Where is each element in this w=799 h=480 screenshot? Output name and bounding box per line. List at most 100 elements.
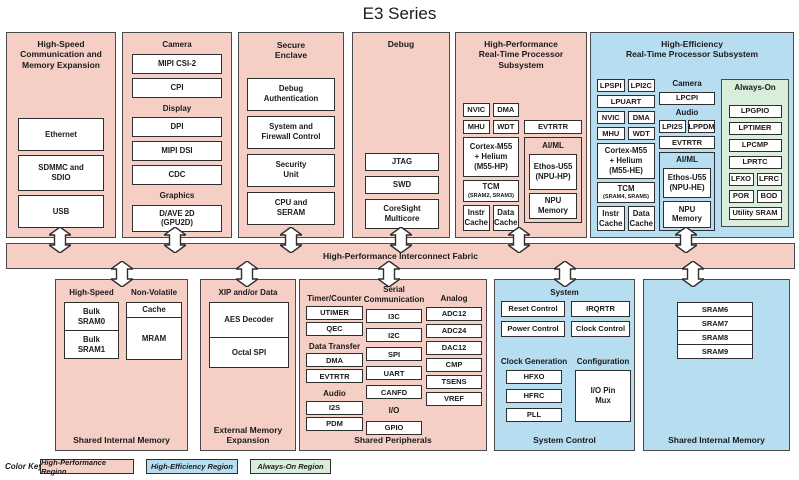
section-header-system: System bbox=[550, 288, 579, 297]
he-core-column: LPSPI LPI2C LPUART NVIC DMA MHU WDT Cort… bbox=[597, 79, 655, 231]
bidirectional-arrow-connector bbox=[390, 227, 412, 253]
bidirectional-arrow-connector bbox=[682, 261, 704, 287]
box-ethos-u55-he: Ethos-U55 (NPU-HE) bbox=[663, 167, 711, 198]
box-sram7: SRAM7 bbox=[677, 316, 753, 331]
aiml-section: AI/ML Ethos-U55 (NPU-HP) NPU Memory bbox=[524, 137, 582, 223]
box-nvic: NVIC bbox=[597, 111, 625, 124]
tcm-sram-label: (SRAM2, SRAM3) bbox=[468, 192, 514, 199]
box-lpuart: LPUART bbox=[597, 95, 655, 108]
box-cortex-m55-he: Cortex-M55 + Helium (M55-HE) bbox=[597, 143, 655, 179]
block-title: High-Performance Real-Time Processor Sub… bbox=[478, 39, 564, 70]
box-coresight-multicore: CoreSight Multicore bbox=[365, 199, 439, 229]
box-cache: Cache bbox=[126, 302, 182, 318]
box-adc24: ADC24 bbox=[426, 323, 482, 338]
box-bod: BOD bbox=[756, 189, 782, 203]
section-header-graphics: Graphics bbox=[159, 191, 195, 201]
section-header-always-on: Always-On bbox=[734, 83, 776, 92]
box-dma: DMA bbox=[306, 353, 363, 368]
box-system-firewall-control: System and Firewall Control bbox=[247, 115, 335, 149]
box-mipi-dsi: MIPI DSI bbox=[132, 141, 222, 162]
block-he-subsystem: High-Efficiency Real-Time Processor Subs… bbox=[590, 32, 794, 238]
section-header-data-transfer: Data Transfer bbox=[308, 341, 361, 351]
section-header-timer-counter: Timer/Counter bbox=[307, 294, 362, 303]
osc-pair: LFXO LFRC bbox=[728, 172, 782, 186]
block-shared-memory-right: SRAM6 SRAM7 SRAM8 SRAM9 Shared Internal … bbox=[643, 279, 790, 451]
box-pll: PLL bbox=[506, 408, 562, 422]
block-high-speed-comm: High-Speed Communication and Memory Expa… bbox=[6, 32, 116, 238]
periph-column-2: Serial Communication I3C I2C SPI UART CA… bbox=[364, 285, 424, 435]
fabric-label: High-Performance Interconnect Fabric bbox=[323, 251, 478, 261]
box-cmp: CMP bbox=[426, 357, 482, 372]
box-utility-sram: Utility SRAM bbox=[728, 206, 782, 220]
box-jtag: JTAG bbox=[365, 153, 439, 171]
box-lptimer: LPTIMER bbox=[728, 121, 782, 135]
he-peripheral-column: Camera LPCPI Audio LPI2S LPPDM EVTRTR AI… bbox=[659, 79, 715, 232]
bidirectional-arrow-connector bbox=[236, 261, 258, 287]
tcm-sram-label: (SRAM4, SRAM5) bbox=[603, 194, 649, 201]
box-instr-cache: Instr Cache bbox=[463, 205, 490, 231]
box-npu-memory: NPU Memory bbox=[663, 200, 711, 228]
box-lfxo: LFXO bbox=[728, 172, 754, 186]
periph-column-3: Analog ADC12 ADC24 DAC12 CMP TSENS VREF bbox=[426, 294, 482, 406]
audio-pair: LPI2S LPPDM bbox=[659, 120, 715, 134]
box-evtrtr: EVTRTR bbox=[659, 136, 715, 150]
box-dave2d: D/AVE 2D (GPU2D) bbox=[132, 204, 222, 232]
box-cpu-seram: CPU and SERAM bbox=[247, 191, 335, 225]
box-security-unit: Security Unit bbox=[247, 153, 335, 187]
box-bulk-sram0: Bulk SRAM0 bbox=[64, 302, 119, 331]
box-lfrc: LFRC bbox=[756, 172, 782, 186]
section-header-configuration: Configuration bbox=[576, 357, 630, 366]
box-lprtc: LPRTC bbox=[728, 155, 782, 169]
box-lpspi: LPSPI bbox=[597, 79, 625, 92]
section-header-aiml: AI/ML bbox=[542, 141, 564, 150]
section-header-high-speed: High-Speed bbox=[69, 288, 114, 297]
block-title: Debug bbox=[387, 39, 415, 49]
box-nvic: NVIC bbox=[463, 103, 490, 117]
block-title: Shared Internal Memory bbox=[73, 434, 170, 445]
box-dma: DMA bbox=[492, 103, 519, 117]
box-wdt: WDT bbox=[492, 120, 519, 134]
section-header-io: I/O bbox=[388, 406, 400, 416]
color-key-high-performance: High-Performance Region bbox=[40, 458, 134, 476]
box-io-pin-mux: I/O Pin Mux bbox=[575, 370, 631, 422]
tcm-label: TCM bbox=[482, 182, 500, 192]
box-reset-control: Reset Control bbox=[501, 301, 565, 317]
box-dac12: DAC12 bbox=[426, 340, 482, 355]
box-cdc: CDC bbox=[132, 165, 222, 186]
block-shared-peripherals: Timer/Counter UTIMER QEC Data Transfer D… bbox=[299, 279, 487, 451]
box-canfd: CANFD bbox=[366, 385, 422, 400]
box-lpcmp: LPCMP bbox=[728, 138, 782, 152]
box-cpi: CPI bbox=[132, 77, 222, 98]
bidirectional-arrow-connector bbox=[508, 227, 530, 253]
box-spi: SPI bbox=[366, 347, 422, 362]
box-utimer: UTIMER bbox=[306, 305, 363, 320]
bidirectional-arrow-connector bbox=[280, 227, 302, 253]
box-por: POR bbox=[728, 189, 754, 203]
box-usb: USB bbox=[18, 195, 104, 228]
box-vref: VREF bbox=[426, 391, 482, 406]
block-title: High-Efficiency Real-Time Processor Subs… bbox=[625, 39, 759, 60]
block-system-control: System Reset Control IRQRTR Power Contro… bbox=[494, 279, 635, 451]
block-title: High-Speed Communication and Memory Expa… bbox=[20, 39, 102, 70]
box-aes-decoder: AES Decoder bbox=[209, 302, 289, 338]
power-pair: POR BOD bbox=[728, 189, 782, 203]
box-sram9: SRAM9 bbox=[677, 344, 753, 359]
block-secure-enclave: Secure Enclave Debug Authentication Syst… bbox=[238, 32, 344, 238]
box-evtrtr: EVTRTR bbox=[306, 369, 363, 384]
box-swd: SWD bbox=[365, 176, 439, 194]
box-data-cache: Data Cache bbox=[627, 206, 655, 231]
block-debug: Debug JTAG SWD CoreSight Multicore bbox=[352, 32, 450, 238]
block-title: External Memory Expansion bbox=[213, 424, 283, 445]
box-data-cache: Data Cache bbox=[492, 205, 519, 231]
box-npu-memory: NPU Memory bbox=[529, 192, 577, 219]
box-mram: MRAM bbox=[126, 317, 182, 360]
bidirectional-arrow-connector bbox=[554, 261, 576, 287]
section-header-camera: Camera bbox=[672, 79, 702, 88]
box-lpi2c: LPI2C bbox=[627, 79, 655, 92]
box-wdt: WDT bbox=[627, 127, 655, 140]
box-pdm: PDM bbox=[306, 416, 363, 431]
box-mhu: MHU bbox=[597, 127, 625, 140]
box-evtrtr: EVTRTR bbox=[524, 120, 582, 134]
block-title: Secure Enclave bbox=[274, 40, 308, 61]
